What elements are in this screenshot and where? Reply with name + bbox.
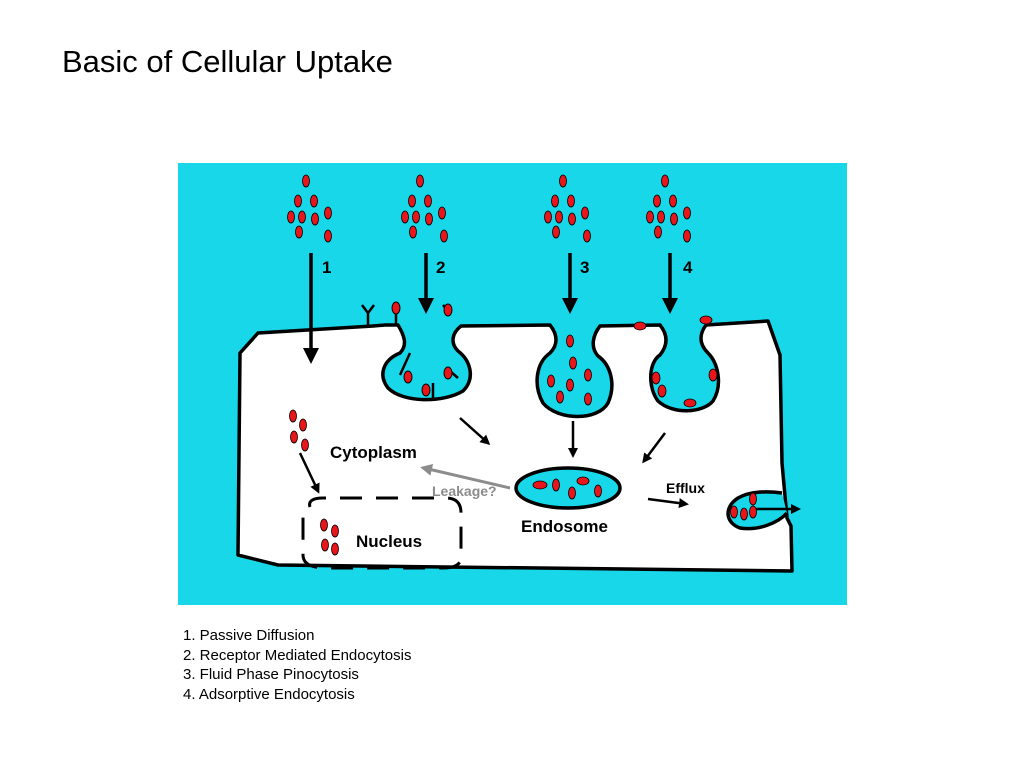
legend-item: 3. Fluid Phase Pinocytosis [183, 666, 359, 683]
pathway-number-1: 1 [322, 258, 331, 277]
cellular-uptake-diagram: 1 2 3 4 Cytoplasm Nucleus Endosome Leaka… [178, 163, 847, 605]
endosome-label: Endosome [521, 517, 608, 536]
pathway-number-4: 4 [683, 258, 693, 277]
legend-item: 2. Receptor Mediated Endocytosis [183, 646, 412, 664]
transport-arrows [298, 417, 801, 514]
slide-title: Basic of Cellular Uptake [62, 44, 393, 79]
particle-clusters [287, 174, 691, 243]
leakage-arrow [420, 463, 511, 490]
pathway-number-3: 3 [580, 258, 589, 277]
legend-item: 4. Adsorptive Endocytosis [183, 685, 355, 703]
pathway-arrows [303, 253, 678, 364]
efflux-label: Efflux [666, 480, 705, 496]
nucleus-boundary [301, 496, 463, 570]
pathway-legend: 1. Passive Diffusion 2. Receptor Mediate… [183, 626, 411, 704]
endosome [514, 466, 622, 510]
cytoplasm-label: Cytoplasm [330, 443, 417, 462]
legend-item: 1. Passive Diffusion [183, 627, 315, 644]
leakage-label: Leakage? [432, 483, 497, 499]
cell-membrane [236, 319, 794, 573]
pathway-number-2: 2 [436, 258, 445, 277]
receptor-bound-particles [391, 301, 453, 397]
internal-particles [289, 315, 757, 556]
nucleus-label: Nucleus [356, 532, 422, 551]
